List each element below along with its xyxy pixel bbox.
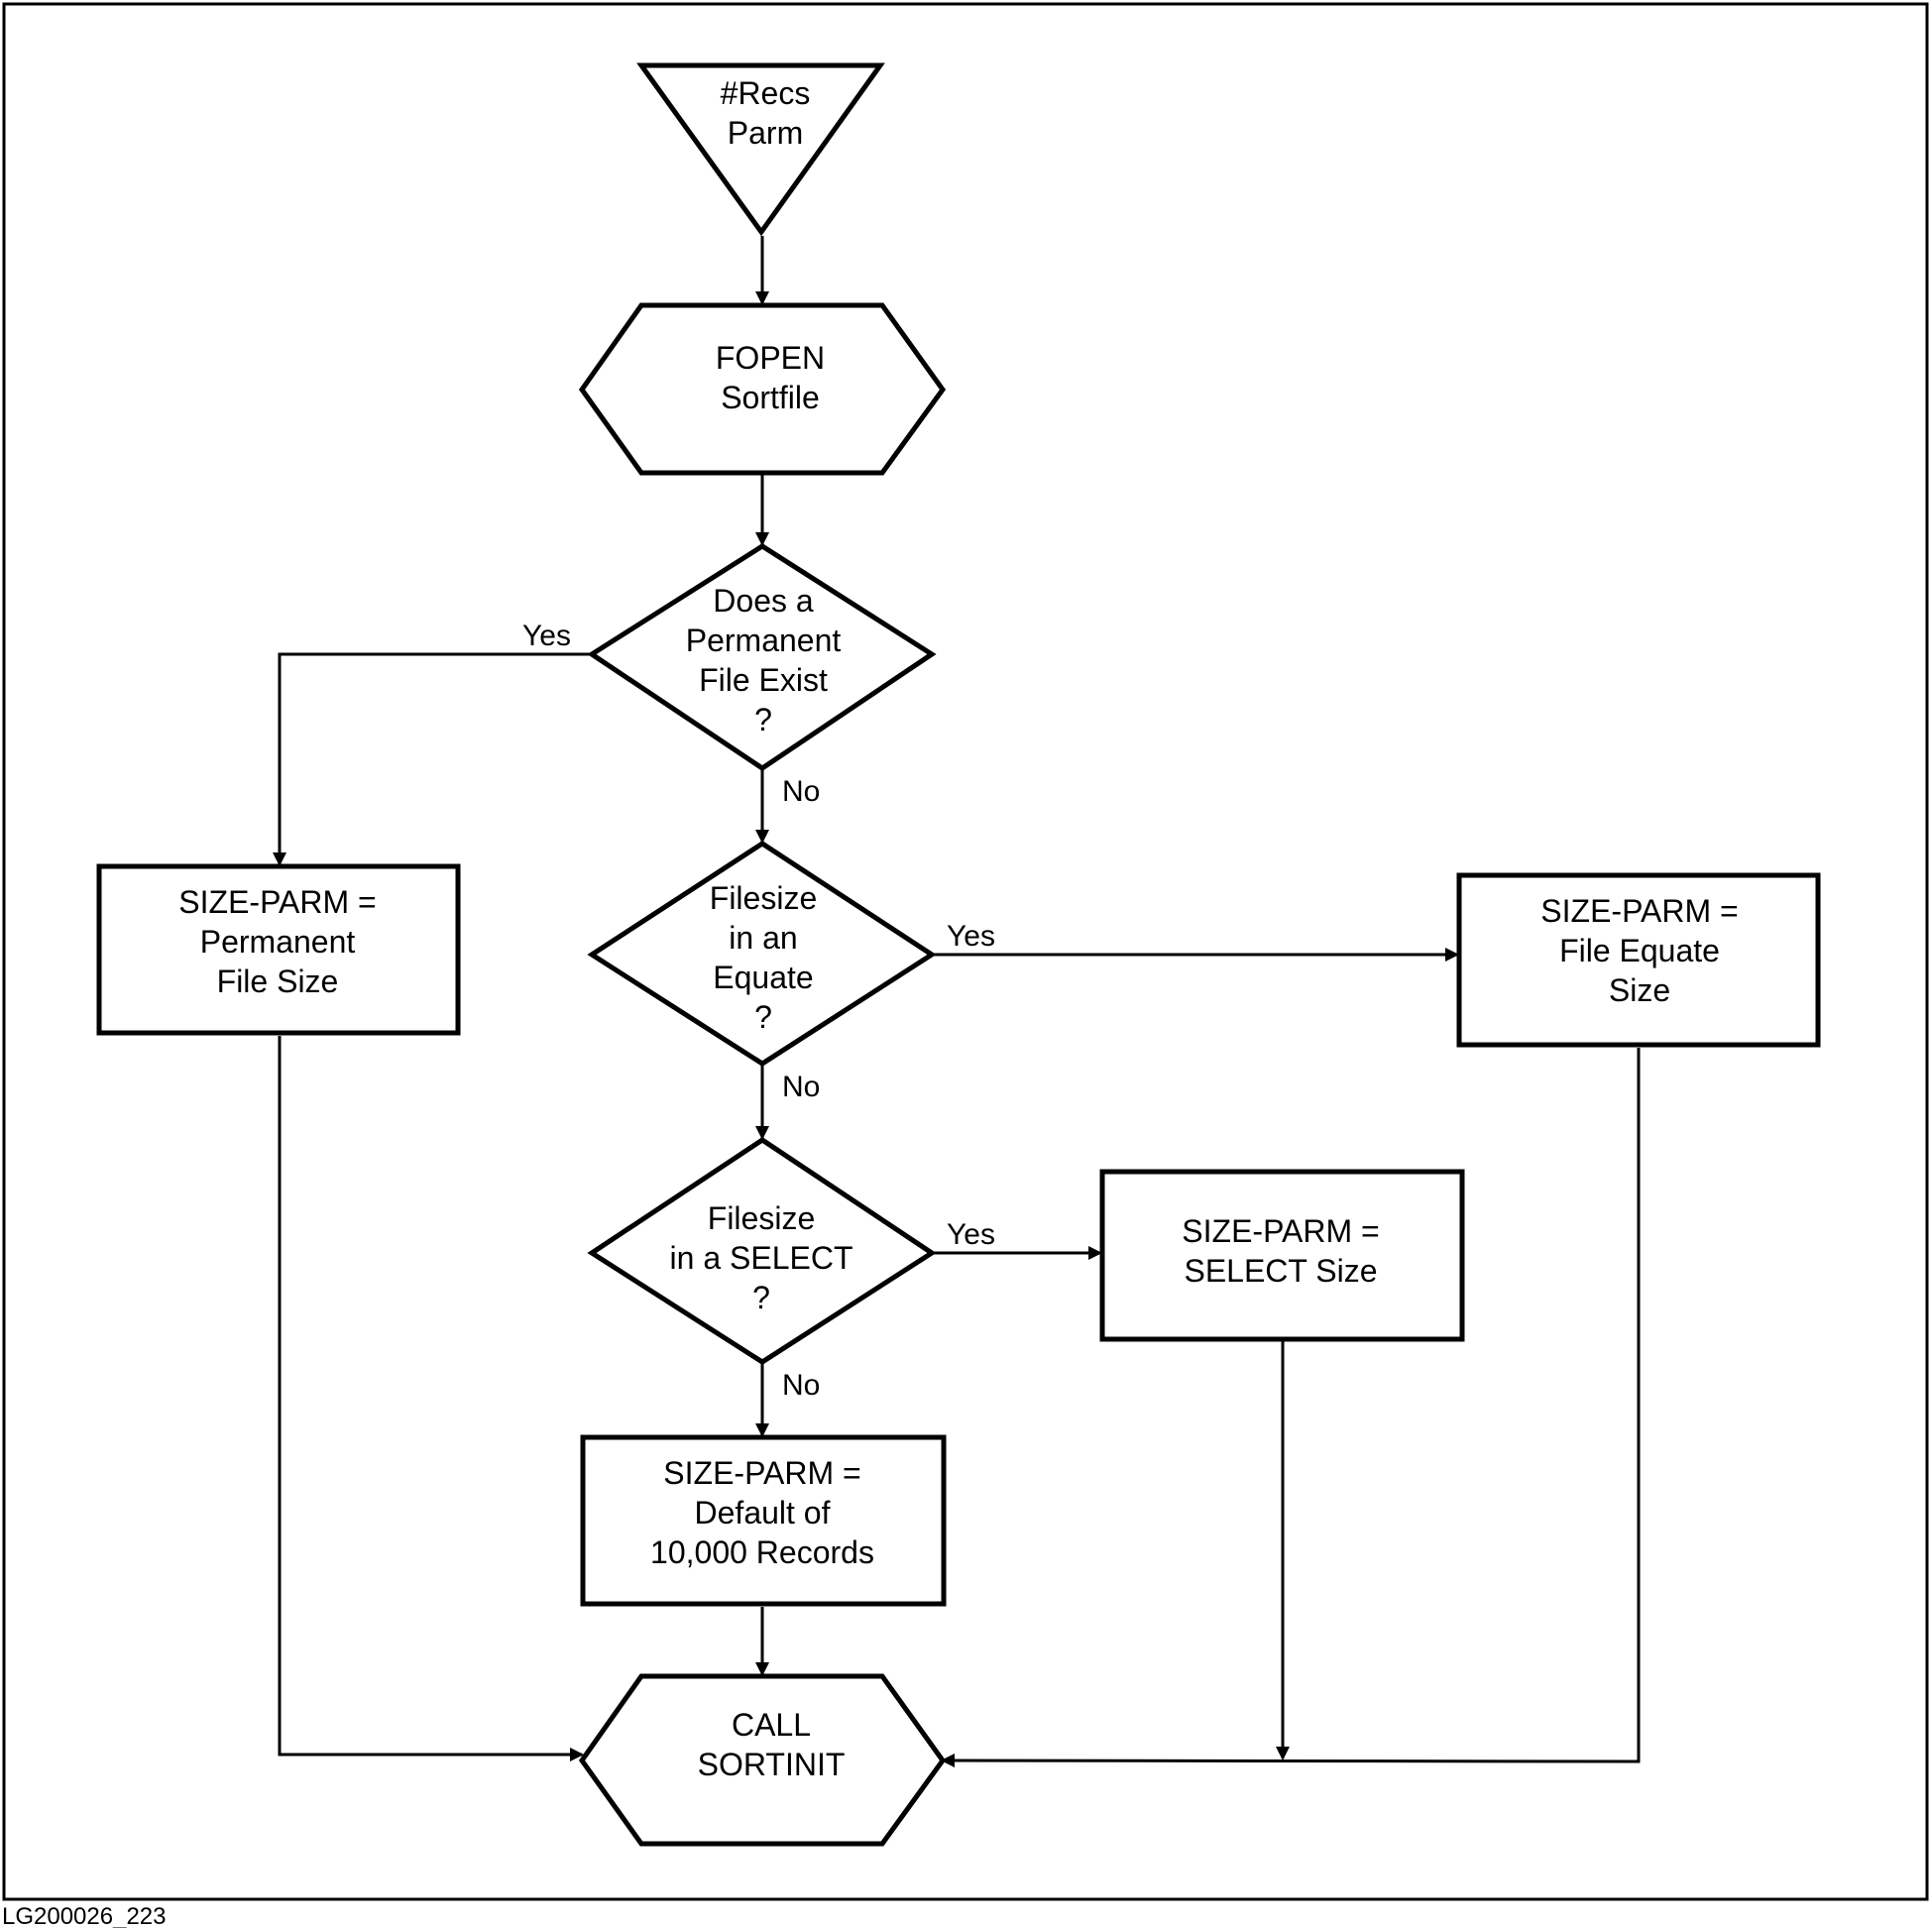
node-text-line: SIZE-PARM = [1540,893,1738,929]
size-equate-box [1456,872,1821,1048]
node-text-line: CALL [732,1707,811,1743]
select-no-label: No [782,1369,820,1402]
perm-yes-label: Yes [522,620,571,652]
filesize-select-label: Filesize in a SELECT? [670,1200,853,1315]
node-text-line: Default of [695,1495,831,1531]
node-text-line: Filesize [710,880,817,916]
figure-id: LG200026_223 [2,1903,167,1928]
size-select-box [1099,1169,1465,1342]
size-default-box [580,1434,947,1607]
node-text-line: SORTINIT [698,1747,846,1782]
fopen-label: FOPEN Sortfile [716,340,825,415]
node-text-line: Does a [713,583,814,619]
edge-equate-size-to-sortinit [941,1048,1641,1768]
filesize-equate-decision [587,841,937,1067]
node-text-line: SIZE-PARM = [663,1455,860,1491]
filesize-select-decision [587,1136,937,1365]
node-text-line: #Recs [721,75,811,111]
size-perm-box [96,863,461,1036]
equate-no-label: No [782,1071,820,1103]
call-sortinit-hexagon [578,1673,947,1847]
recs-parm-triangle [636,62,885,237]
select-yes-label: Yes [947,1218,995,1251]
node-text-line: in a SELECT [670,1240,853,1276]
node-text-line: 10,000 Records [650,1534,874,1570]
size-select-label: SIZE-PARM = SELECT Size [1182,1213,1379,1289]
node-text-line: ? [754,999,772,1035]
node-text-line: Equate [713,960,813,995]
node-text-line: Parm [728,115,803,151]
connectors [273,236,1641,1768]
node-text-line: SIZE-PARM = [1182,1213,1379,1249]
node-text-line: File Size [217,964,339,999]
node-text-line: ? [754,702,772,737]
perm-exists-decision [587,543,937,772]
node-text-line: Permanent [686,623,842,658]
equate-yes-label: Yes [947,920,995,953]
edge-perm-size-to-sortinit [278,1036,584,1761]
node-text-line: FOPEN [716,340,825,376]
node-text-line: SELECT Size [1184,1253,1377,1289]
node-text-line: Filesize [708,1200,815,1236]
call-sortinit-label: CALL SORTINIT [698,1707,846,1782]
node-text-line: Permanent [200,924,356,960]
node-text-line: ? [752,1280,770,1315]
fopen-hexagon [578,302,947,476]
filesize-equate-label: Filesize in an Equate? [710,880,817,1035]
node-text-line: File Exist [699,662,828,698]
node-text-line: File Equate [1559,933,1720,968]
edge-perm-yes [273,652,592,866]
node-text-line: Size [1609,972,1670,1008]
node-text-line: Sortfile [721,380,820,415]
node-text-line: in an [729,920,797,956]
node-text-line: SIZE-PARM = [178,884,376,920]
perm-no-label: No [782,775,820,808]
